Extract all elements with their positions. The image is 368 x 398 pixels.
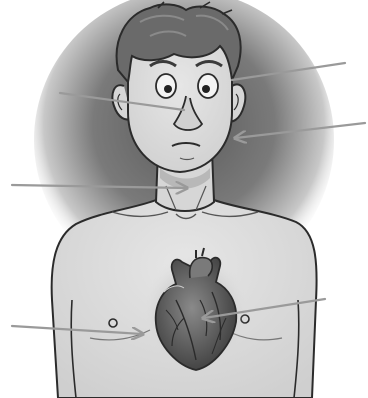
pupil-left — [164, 85, 172, 93]
pupil-right — [202, 85, 210, 93]
